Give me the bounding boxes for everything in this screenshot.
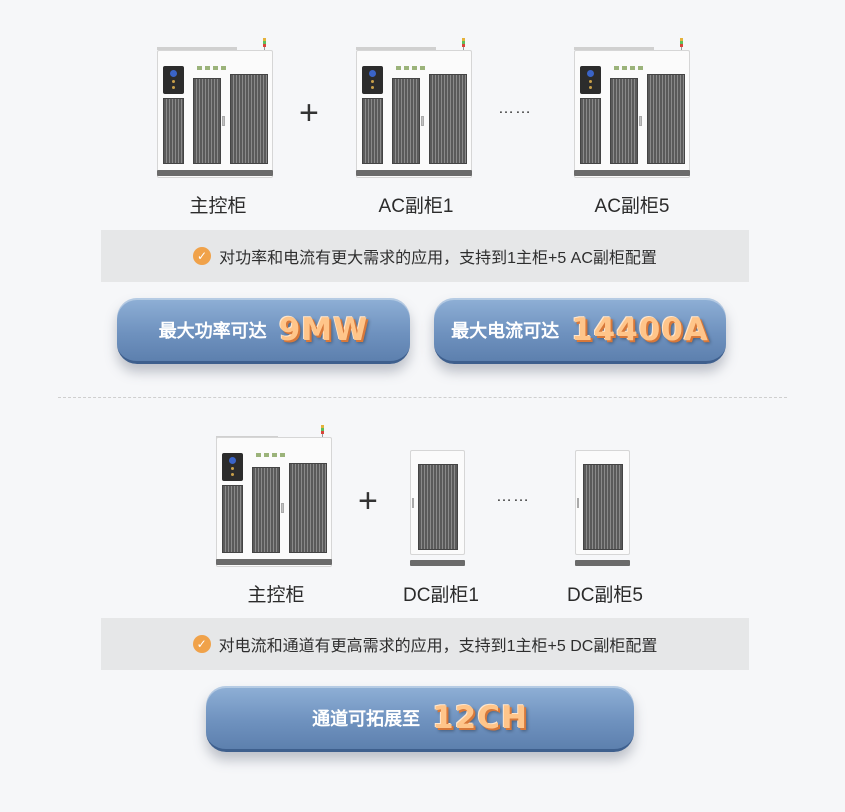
- caption-main-cabinet: 主控柜: [189, 196, 247, 217]
- status-lamp-icon: [263, 38, 266, 51]
- ac-sub-cabinet-5-image: [574, 38, 690, 178]
- dc-config-note: ✓ 对电流和通道有更高需求的应用，支持到1主柜+5 DC副柜配置: [101, 618, 749, 670]
- plus-sign: +: [358, 482, 378, 520]
- check-circle-icon: ✓: [193, 247, 212, 265]
- dc-config-note-text: 对电流和通道有更高需求的应用，支持到1主柜+5 DC副柜配置: [218, 638, 658, 655]
- section-divider: [58, 397, 787, 398]
- status-lamp-icon: [321, 425, 324, 438]
- caption-main-cabinet: 主控柜: [247, 585, 305, 606]
- dc-sub-cabinet-5-image: [575, 450, 630, 567]
- channel-expansion-label: 通道可拓展至: [312, 708, 421, 729]
- dc-sub-cabinet-1-image: [410, 450, 465, 567]
- max-current-value: 14400A: [571, 311, 709, 348]
- caption-ac-sub-cabinet-1: AC副柜1: [378, 196, 454, 217]
- channel-expansion-badge: 通道可拓展至 12CH: [206, 686, 634, 752]
- plus-sign: +: [299, 94, 319, 132]
- ac-config-note-text: 对功率和电流有更大需求的应用，支持到1主柜+5 AC副柜配置: [219, 250, 657, 267]
- status-lamp-icon: [680, 38, 683, 51]
- caption-ac-sub-cabinet-5: AC副柜5: [594, 196, 670, 217]
- channel-expansion-value: 12CH: [432, 699, 528, 736]
- ellipsis: ……: [498, 100, 532, 117]
- max-power-label: 最大功率可达: [158, 320, 267, 341]
- max-power-value: 9MW: [278, 311, 369, 348]
- max-current-label: 最大电流可达: [451, 320, 560, 341]
- status-lamp-icon: [462, 38, 465, 51]
- main-cabinet-image: [216, 425, 332, 567]
- max-power-badge: 最大功率可达 9MW: [117, 298, 410, 364]
- ac-config-note: ✓ 对功率和电流有更大需求的应用，支持到1主柜+5 AC副柜配置: [101, 230, 749, 282]
- caption-dc-sub-cabinet-5: DC副柜5: [566, 585, 643, 606]
- main-cabinet-image: [157, 38, 273, 178]
- caption-dc-sub-cabinet-1: DC副柜1: [402, 585, 479, 606]
- max-current-badge: 最大电流可达 14400A: [434, 298, 726, 364]
- ac-sub-cabinet-1-image: [356, 38, 472, 178]
- check-circle-icon: ✓: [192, 635, 211, 653]
- ellipsis: ……: [496, 488, 530, 505]
